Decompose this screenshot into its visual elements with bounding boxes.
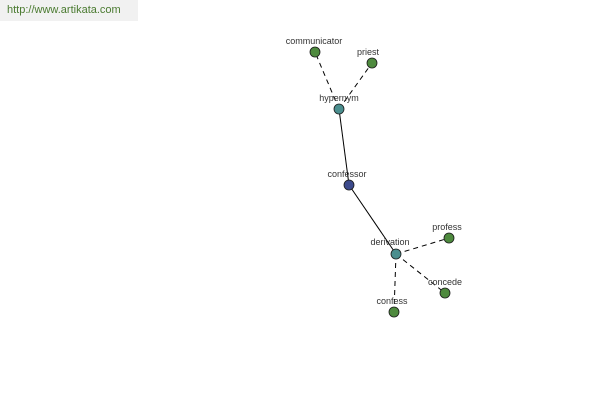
edge-derivation-profess bbox=[395, 237, 450, 255]
edge-derivation-concede bbox=[395, 253, 446, 294]
edges-layer bbox=[314, 51, 450, 313]
source-url-link[interactable]: http://www.artikata.com bbox=[7, 4, 121, 16]
edge-hypernym-communicator bbox=[314, 51, 340, 110]
edge-confessor-derivation bbox=[348, 184, 397, 255]
labels-layer: confessor hypernym derivation communicator p… bbox=[286, 36, 463, 306]
node-priest[interactable] bbox=[366, 57, 378, 69]
node-label-hypernym: hypernym bbox=[319, 93, 359, 103]
edge-hypernym-priest bbox=[338, 62, 373, 110]
node-hypernym[interactable] bbox=[333, 103, 345, 115]
source-url-banner: http://www.artikata.com bbox=[0, 0, 138, 21]
node-label-communicator: communicator bbox=[286, 36, 343, 46]
node-confessor[interactable] bbox=[343, 179, 355, 191]
node-label-derivation: derivation bbox=[370, 237, 409, 247]
edge-derivation-confess bbox=[393, 253, 397, 313]
node-communicator[interactable] bbox=[309, 46, 321, 58]
node-label-profess: profess bbox=[432, 222, 462, 232]
node-confess[interactable] bbox=[388, 306, 400, 318]
node-derivation[interactable] bbox=[390, 248, 402, 260]
node-label-confess: confess bbox=[376, 296, 408, 306]
node-label-confessor: confessor bbox=[327, 169, 366, 179]
edge-confessor-hypernym bbox=[338, 108, 350, 186]
nodes-layer bbox=[309, 46, 455, 318]
node-concede[interactable] bbox=[439, 287, 451, 299]
node-profess[interactable] bbox=[443, 232, 455, 244]
node-label-priest: priest bbox=[357, 47, 380, 57]
node-label-concede: concede bbox=[428, 277, 462, 287]
